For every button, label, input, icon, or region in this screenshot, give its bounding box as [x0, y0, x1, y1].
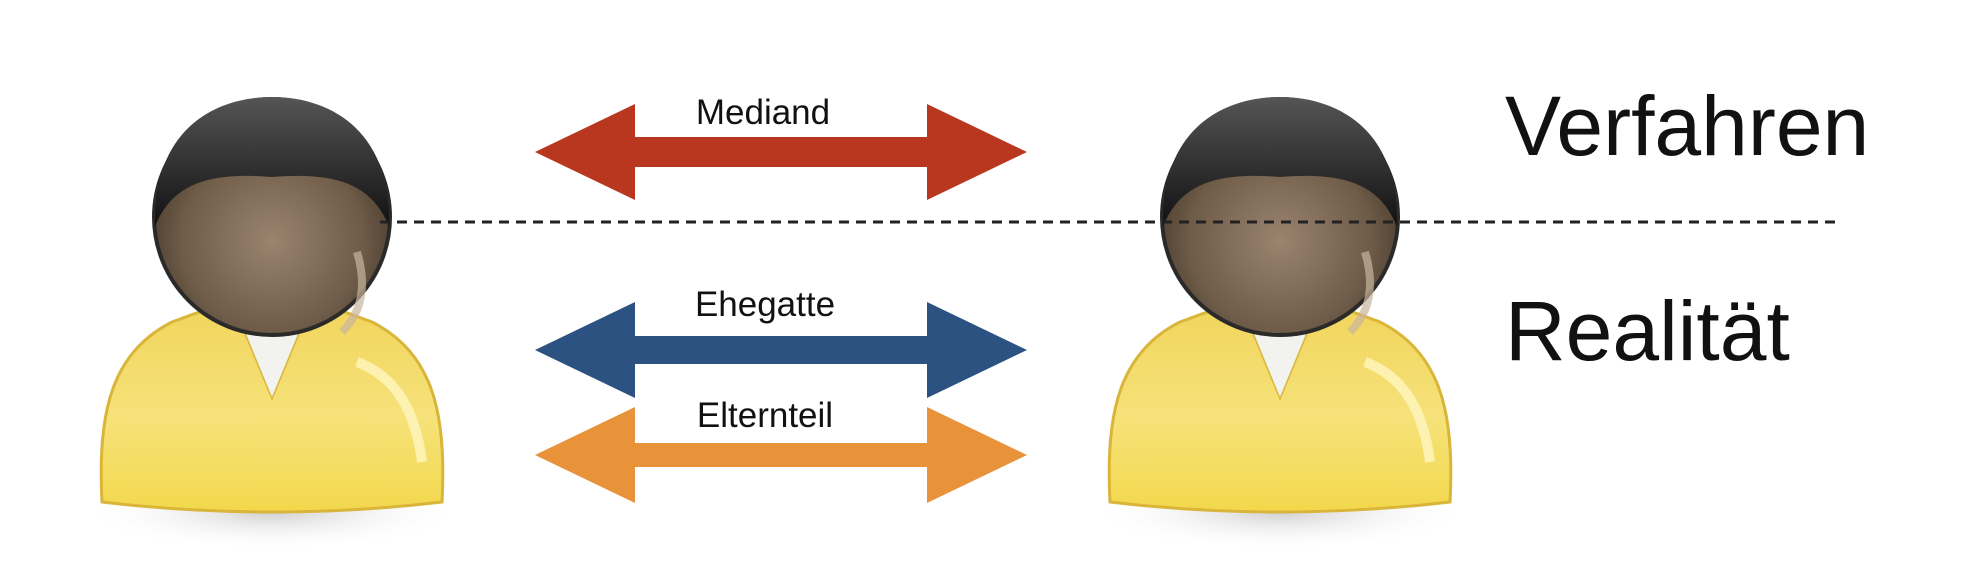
arrow-mediand-label: Mediand — [696, 93, 830, 132]
person-right — [1090, 97, 1470, 550]
arrow-ehegatte-shape — [535, 302, 1027, 398]
label-realitaet: Realität — [1505, 284, 1790, 378]
label-verfahren: Verfahren — [1505, 79, 1869, 173]
arrow-mediand-shape — [535, 104, 1027, 200]
arrow-ehegatte-label: Ehegatte — [695, 285, 835, 324]
arrow-elternteil: Elternteil — [535, 396, 1027, 503]
arrow-elternteil-shape — [535, 407, 1027, 503]
person-left — [82, 97, 462, 550]
arrow-elternteil-label: Elternteil — [697, 396, 833, 435]
arrow-ehegatte: Ehegatte — [535, 285, 1027, 398]
arrow-mediand: Mediand — [535, 93, 1027, 200]
